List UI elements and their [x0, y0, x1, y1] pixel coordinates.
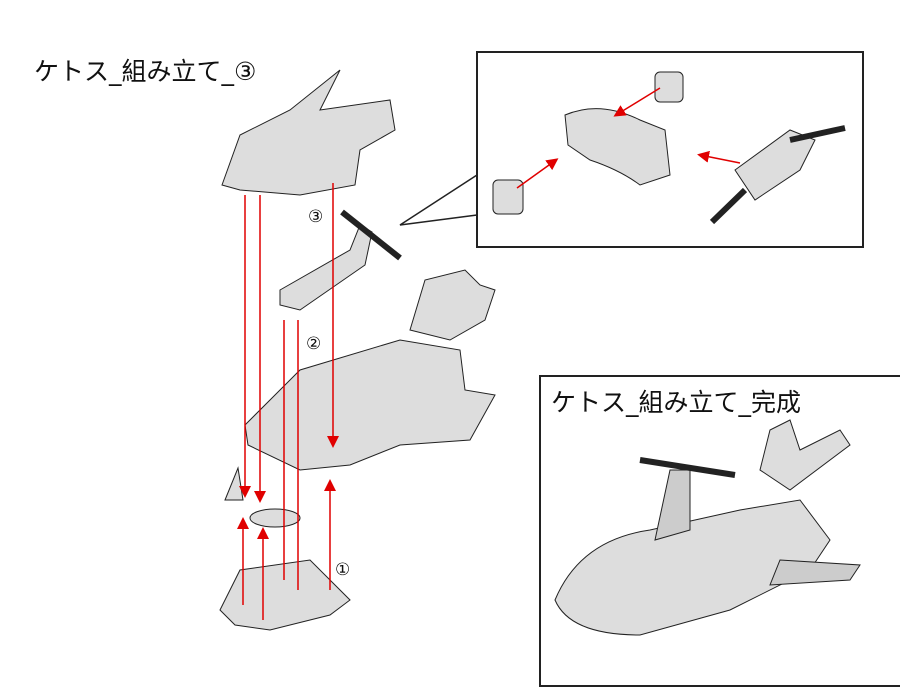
detail-inset: [399, 51, 864, 248]
cowl-part: [221, 69, 396, 196]
page-title: ケトス_組み立て_③: [34, 57, 257, 86]
body-part: [244, 269, 496, 471]
completed-title: ケトス_組み立て_完成: [551, 388, 802, 417]
step-1-label: ①: [335, 560, 351, 580]
base-part: [219, 559, 351, 631]
step-3-label: ③: [308, 207, 324, 227]
small-parts: [224, 466, 301, 528]
assembly-arrows: [237, 183, 339, 620]
step-2-label: ②: [306, 334, 322, 354]
arm-part: [279, 209, 402, 311]
completed-inset: [539, 375, 900, 687]
